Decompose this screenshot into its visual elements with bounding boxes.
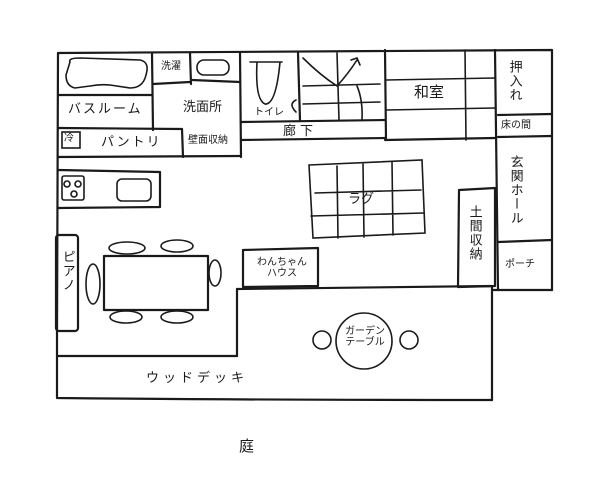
label-garden-table-line2: テーブル [345,336,385,348]
toilet-stair-area [239,51,387,142]
label-washroom: 洗面所 [183,100,223,115]
label-dog-house-line1: わんちゃん [257,257,307,268]
label-dog-house: わんちゃん ハウス [250,257,314,279]
label-tokonoma: 床の間 [501,120,531,131]
label-piano: ピアノ [59,250,75,292]
label-doma-storage: 土間収納 [466,205,482,261]
label-entrance-hall: 玄関ホール [507,155,523,225]
piano-shape [54,233,80,333]
label-closet: 押入れ [506,60,522,102]
label-toilet: トイレ [254,107,284,118]
japanese-room [383,48,554,292]
label-hallway: 廊下 [283,124,318,139]
dog-house-shape [241,246,320,289]
label-rug: ラグ [348,192,375,207]
label-wood-deck: ウッドデッキ [146,371,249,386]
label-japanese-room: 和室 [414,83,445,101]
label-porch: ポーチ [505,259,535,270]
label-bathroom: バスルーム [68,102,143,117]
label-washer: 洗濯 [161,61,181,72]
rug-shape [308,159,426,239]
label-dog-house-line2: ハウス [267,267,297,279]
kitchen [56,168,162,210]
bath-area [56,51,243,159]
label-garden-table: ガーデン テーブル [340,326,390,348]
label-pantry: パントリ [101,135,162,150]
deck [55,284,494,402]
label-garden: 庭 [239,437,255,455]
label-wall-storage: 壁面収納 [188,135,228,146]
label-garden-table-line1: ガーデン [345,326,385,337]
dining-set [85,239,222,324]
outer-walls [55,48,554,334]
doma-storage-shape [456,186,497,289]
label-fridge: 冷 [64,133,74,144]
